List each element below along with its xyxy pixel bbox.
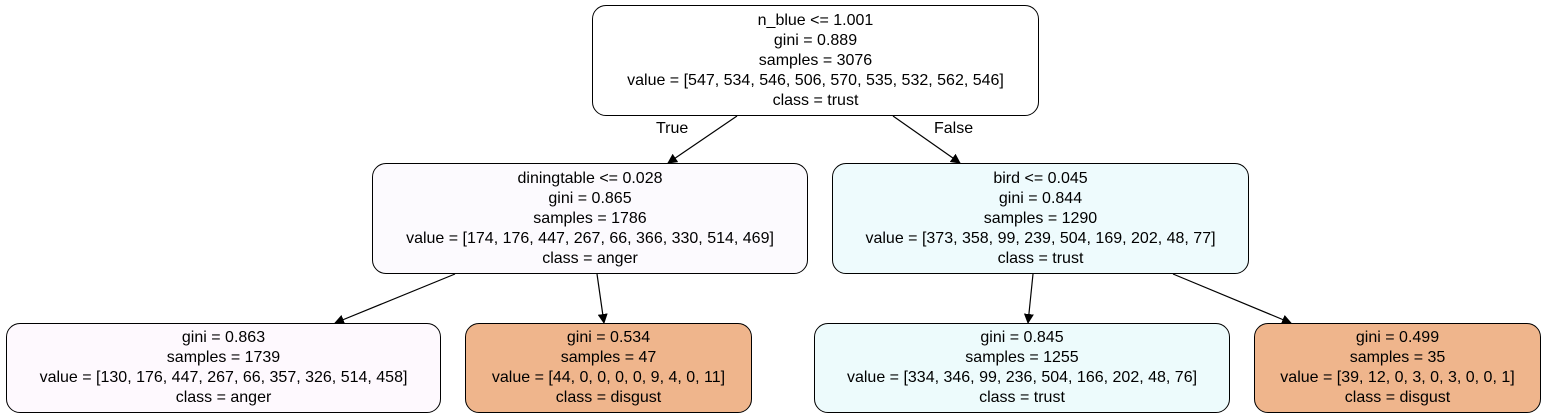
node-class: class = disgust (555, 389, 662, 406)
node-value: value = [44, 0, 0, 0, 0, 9, 4, 0, 11] (491, 369, 726, 386)
node-samples: samples = 35 (1349, 349, 1446, 366)
left-node: diningtable <= 0.028 gini = 0.865 sample… (372, 163, 808, 274)
node-gini: gini = 0.863 (181, 329, 266, 346)
node-gini: gini = 0.889 (773, 31, 858, 49)
node-class: class = anger (175, 389, 272, 406)
node-class: class = anger (542, 249, 638, 267)
root-node: n_blue <= 1.001 gini = 0.889 samples = 3… (592, 5, 1039, 116)
edge-label-false: False (934, 120, 974, 137)
node-gini: gini = 0.845 (980, 329, 1064, 346)
leaf-node-right-left: gini = 0.845 samples = 1255 value = [334… (814, 323, 1230, 413)
node-gini: gini = 0.844 (998, 189, 1083, 207)
node-samples: samples = 1786 (533, 209, 647, 227)
node-split: bird <= 0.045 (993, 169, 1088, 187)
leaf-node-left-right: gini = 0.534 samples = 47 value = [44, 0… (465, 323, 752, 413)
node-gini: gini = 0.499 (1355, 329, 1440, 346)
edge-root-to-left (667, 115, 738, 164)
node-class: class = trust (979, 389, 1065, 406)
node-value: value = [547, 534, 546, 506, 570, 535, 5… (627, 71, 1004, 89)
leaf-node-right-right: gini = 0.499 samples = 35 value = [39, 1… (1254, 323, 1541, 413)
edge-right-to-leaf-rl (1023, 273, 1034, 324)
node-value: value = [373, 358, 99, 239, 504, 169, 20… (865, 229, 1216, 247)
node-samples: samples = 1290 (983, 209, 1098, 227)
node-value: value = [174, 176, 447, 267, 66, 366, 33… (406, 229, 774, 247)
node-samples: samples = 3076 (758, 51, 873, 69)
node-value: value = [39, 12, 0, 3, 0, 3, 0, 0, 1] (1280, 369, 1515, 386)
node-class: class = trust (997, 249, 1084, 267)
node-gini: gini = 0.865 (548, 189, 632, 207)
leaf-node-left-left: gini = 0.863 samples = 1739 value = [130… (6, 323, 441, 413)
edge-left-to-leaf-lr (596, 273, 608, 324)
node-samples: samples = 47 (560, 349, 657, 366)
node-split: n_blue <= 1.001 (757, 11, 874, 29)
right-node: bird <= 0.045 gini = 0.844 samples = 129… (832, 163, 1249, 274)
node-samples: samples = 1255 (965, 349, 1079, 366)
node-split: diningtable <= 0.028 (517, 169, 663, 187)
edge-right-to-leaf-rr (1172, 273, 1292, 325)
edge-left-to-leaf-ll (334, 273, 456, 325)
edge-root-to-right (892, 115, 961, 164)
node-value: value = [334, 346, 99, 236, 504, 166, 20… (846, 369, 1198, 386)
node-class: class = disgust (1344, 389, 1451, 406)
node-samples: samples = 1739 (166, 349, 281, 366)
node-gini: gini = 0.534 (566, 329, 651, 346)
node-class: class = trust (772, 91, 859, 109)
edge-label-true: True (656, 120, 689, 137)
node-value: value = [130, 176, 447, 267, 66, 357, 32… (39, 369, 408, 386)
